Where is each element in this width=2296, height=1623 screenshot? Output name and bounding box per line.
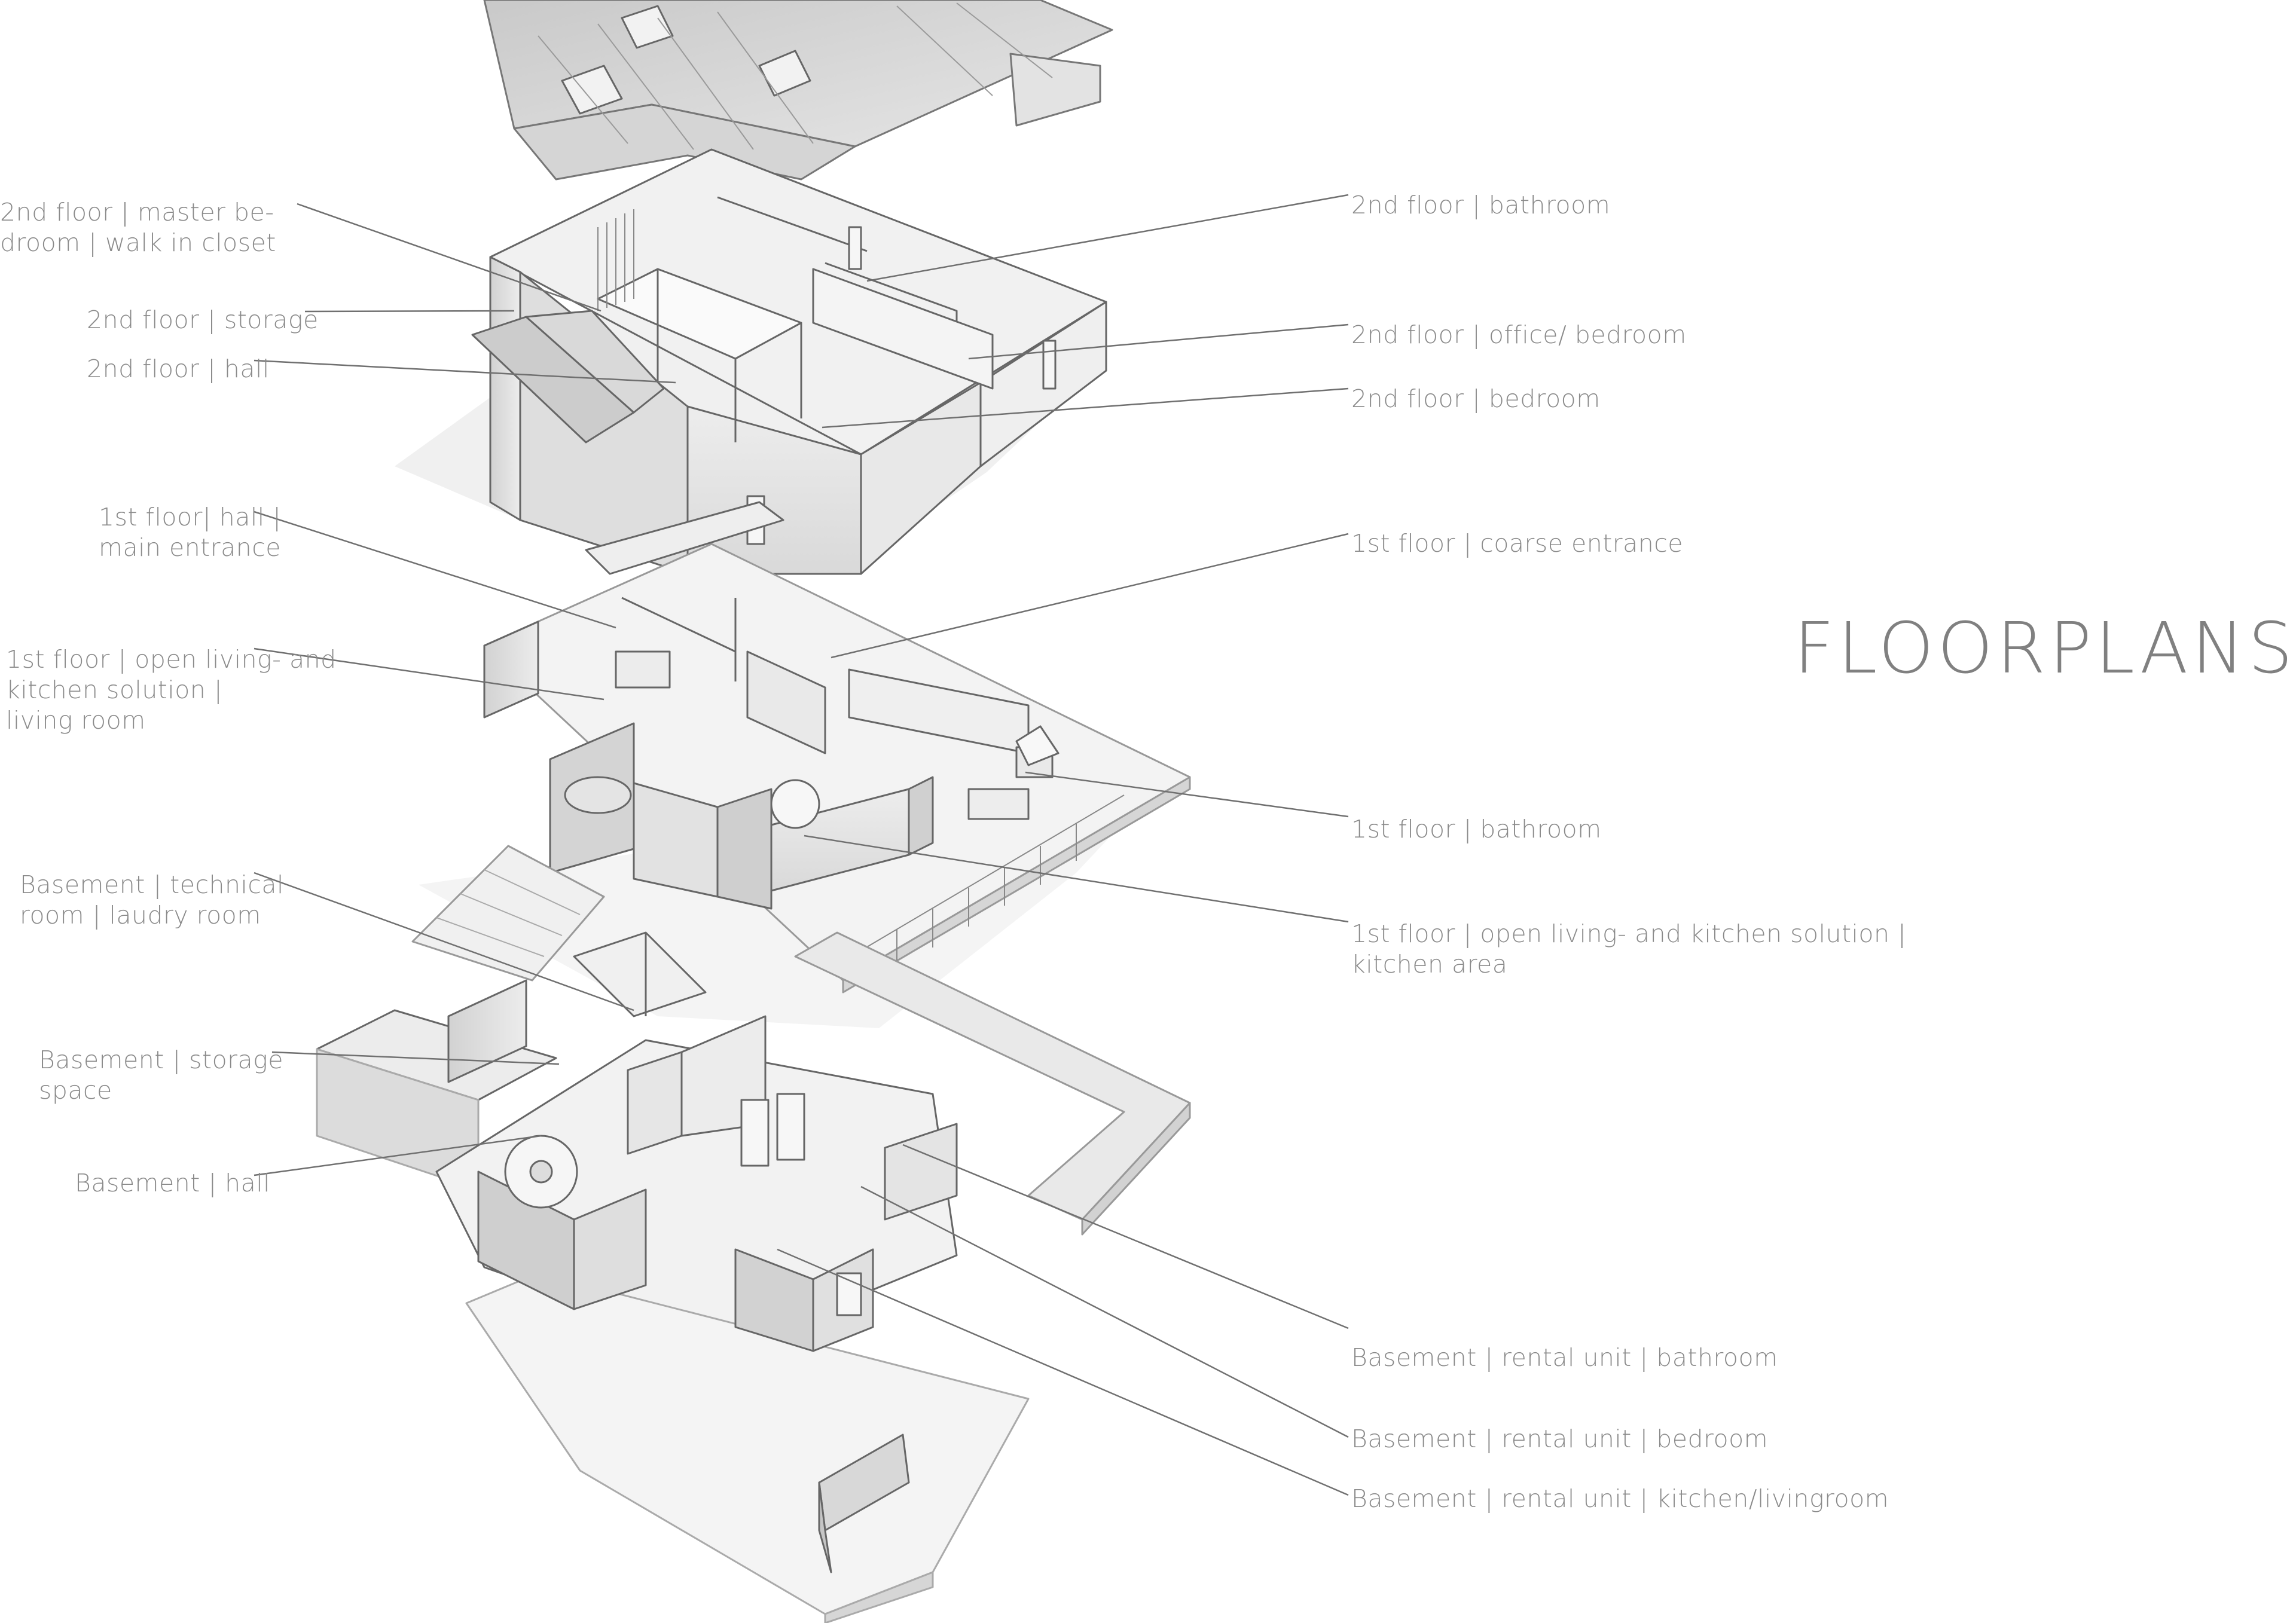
- label-1st-floor-kitchen-area: 1st floor | open living- and kitchen sol…: [1351, 919, 1907, 979]
- label-basement-technical-laundry: Basement | technical room | laudry room: [20, 870, 284, 930]
- label-2nd-floor-hall: 2nd floor | hall: [87, 354, 270, 383]
- label-2nd-floor-master-bedroom: 2nd floor | master be- droom | walk in c…: [0, 198, 276, 257]
- label-1st-floor-hall-main-entrance: 1st floor| hall | main entrance: [99, 503, 282, 562]
- basement-module: [316, 845, 1191, 1623]
- label-basement-rental-kitchen-livingroom: Basement | rental unit | kitchen/livingr…: [1351, 1484, 1889, 1513]
- label-2nd-floor-bedroom: 2nd floor | bedroom: [1351, 384, 1601, 413]
- label-basement-rental-bathroom: Basement | rental unit | bathroom: [1351, 1343, 1778, 1372]
- label-2nd-floor-bathroom: 2nd floor | bathroom: [1351, 191, 1611, 219]
- label-basement-hall: Basement | hall: [75, 1169, 271, 1197]
- leader-lines: [254, 194, 1349, 1496]
- roof: [483, 0, 1113, 181]
- page-title: FLOORPLANS: [1794, 607, 2296, 689]
- first-floor-module: [419, 501, 1191, 1028]
- label-1st-floor-living-room: 1st floor | open living- and kitchen sol…: [6, 645, 337, 735]
- label-basement-storage-space: Basement | storage space: [39, 1046, 283, 1105]
- label-2nd-floor-storage: 2nd floor | storage: [87, 305, 319, 334]
- second-floor-module: [395, 148, 1107, 575]
- label-1st-floor-coarse-entrance: 1st floor | coarse entrance: [1351, 529, 1684, 558]
- label-2nd-floor-office-bedroom: 2nd floor | office/ bedroom: [1351, 320, 1687, 349]
- label-1st-floor-bathroom: 1st floor | bathroom: [1351, 815, 1602, 843]
- label-basement-rental-bedroom: Basement | rental unit | bedroom: [1351, 1425, 1769, 1453]
